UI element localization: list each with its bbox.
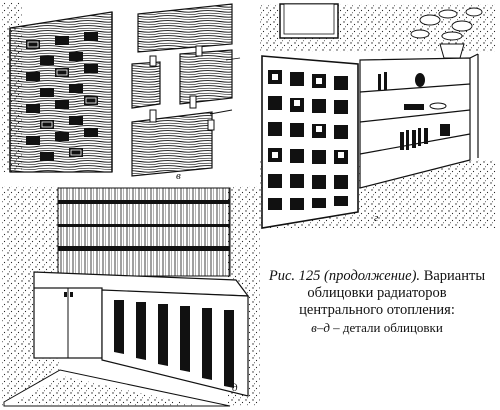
- caption-line-1: Варианты: [423, 268, 486, 284]
- caption-line-3: центрального отопления:: [299, 302, 455, 318]
- caption-sub: в–д – детали облицовки: [262, 319, 492, 336]
- panel-label-d: д: [232, 382, 238, 394]
- caption-sub-range: в–д: [311, 320, 330, 335]
- caption-line-2: облицовки радиаторов: [307, 285, 447, 301]
- panel-v-boards: [131, 3, 241, 177]
- caption-sub-text: – детали облицовки: [329, 320, 443, 335]
- panel-d-window: [2, 186, 260, 407]
- panel-wood-lattice: [2, 2, 113, 173]
- figure-caption: Рис. 125 (продолжение). Варианты облицов…: [262, 268, 492, 336]
- caption-label: Рис. 125 (продолжение).: [268, 268, 421, 284]
- panel-label-g: г: [374, 212, 379, 224]
- panel-g-room: [260, 3, 496, 229]
- panel-label-v: в: [176, 170, 181, 182]
